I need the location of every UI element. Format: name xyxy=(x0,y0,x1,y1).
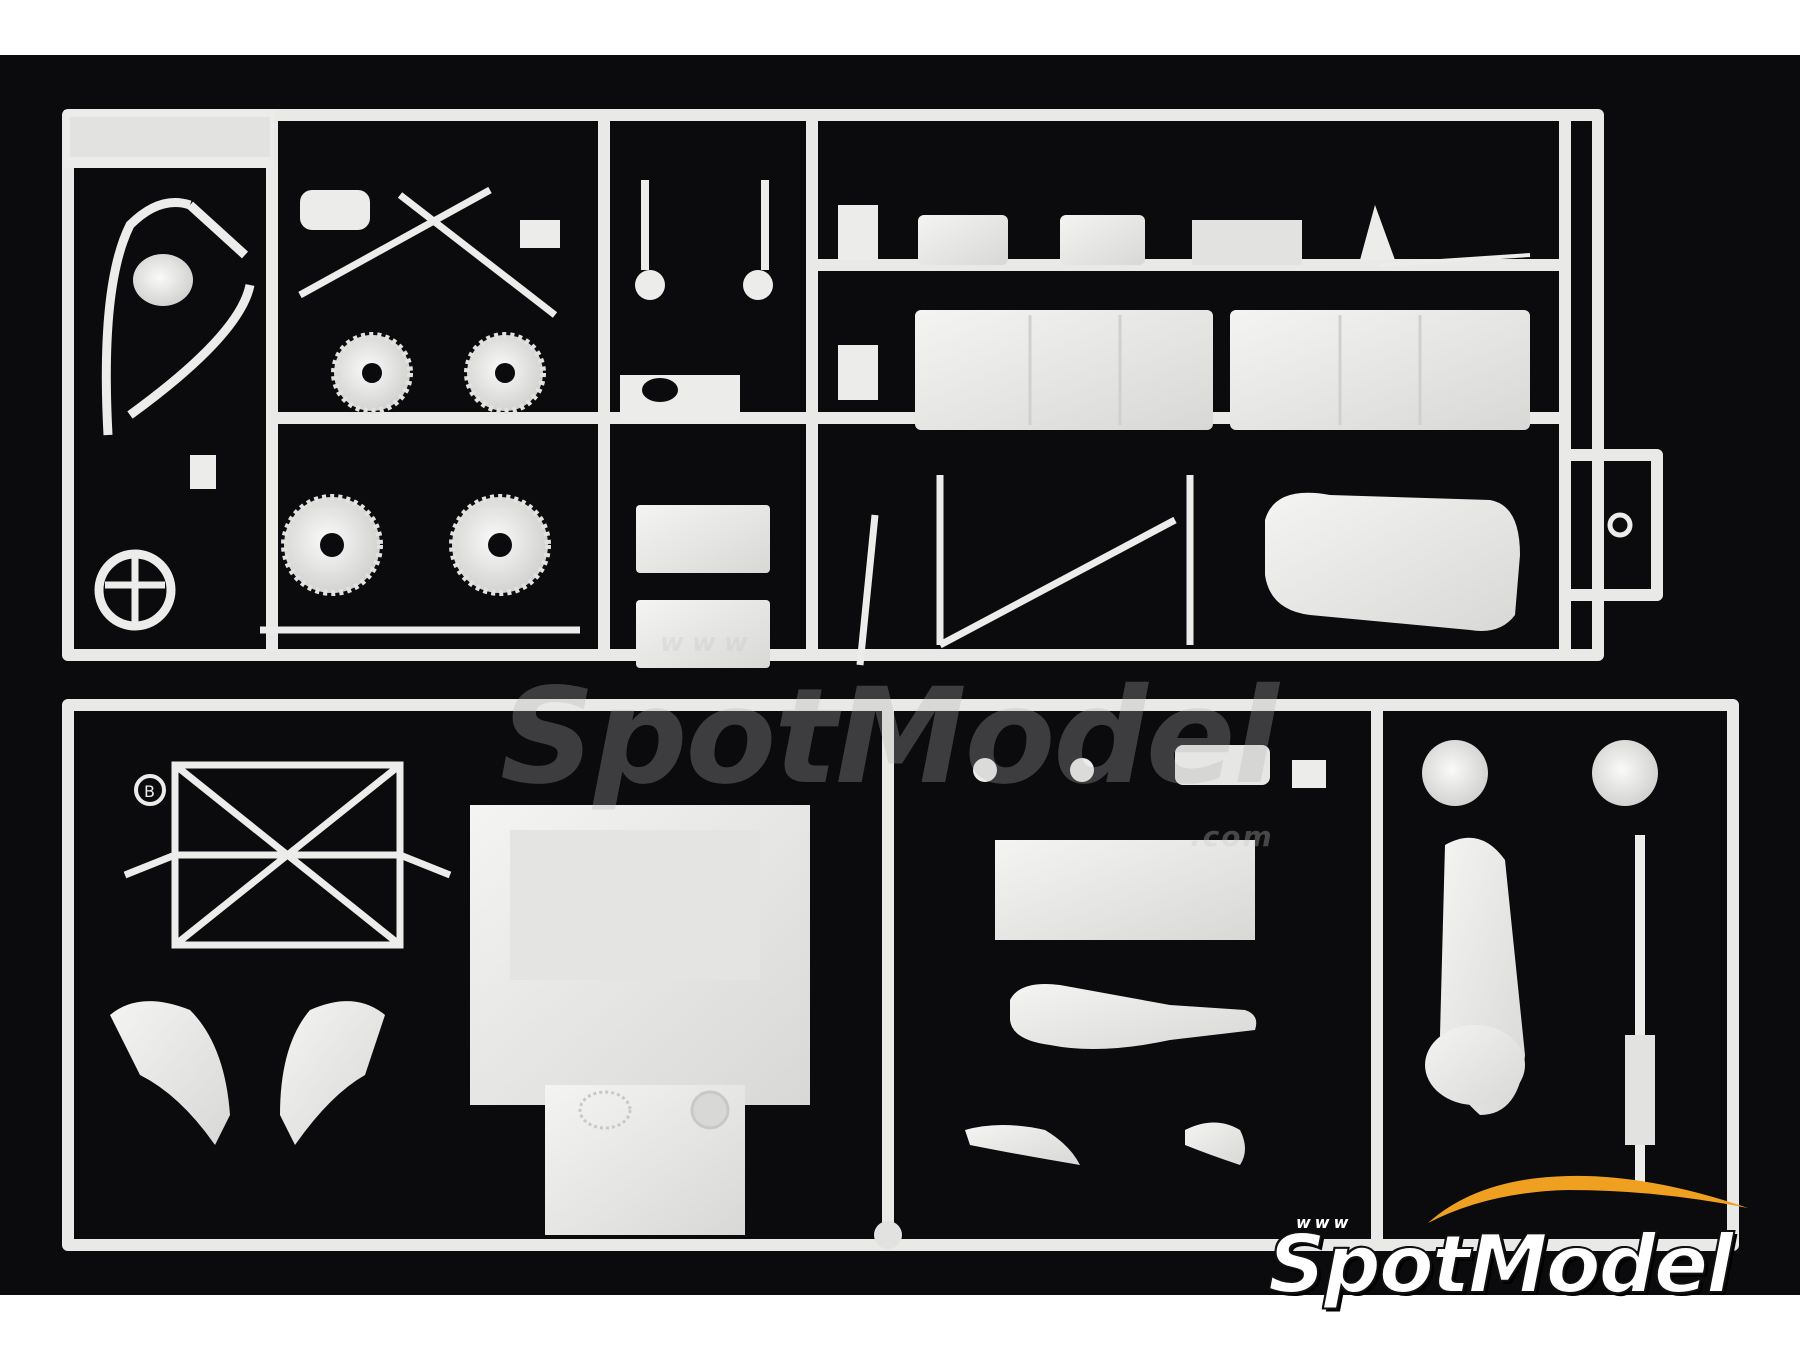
watermark-corner-logo: www SpotModel .com xyxy=(1267,1168,1788,1348)
driver-arm xyxy=(1185,1122,1245,1165)
roll-hoop-part xyxy=(101,198,255,436)
watermark-www: www xyxy=(660,628,757,658)
roll-cage-part xyxy=(123,761,452,949)
side-pod-part xyxy=(280,1001,385,1145)
driver-arm xyxy=(965,1125,1080,1165)
floor-panel xyxy=(995,840,1255,940)
side-pod-part xyxy=(110,1001,230,1145)
driver-figure xyxy=(1010,984,1257,1049)
logo-swoosh-icon xyxy=(1428,1175,1748,1223)
watermark-com: .com xyxy=(1190,820,1274,853)
body-panel xyxy=(1230,310,1530,430)
seat-part xyxy=(1265,492,1520,631)
gear-discs xyxy=(281,332,551,596)
logo-brand: SpotModel xyxy=(1267,1217,1735,1312)
logo-www: www xyxy=(1296,1213,1353,1232)
helmet-part xyxy=(133,254,193,306)
watermark-brand: SpotModel xyxy=(500,660,1279,814)
logo-com: .com xyxy=(1678,1308,1731,1329)
sprue-illustration: B xyxy=(0,55,1800,1295)
sprue-badge: B xyxy=(144,782,155,801)
watermark-center: www SpotModel .com xyxy=(500,620,1320,880)
sprue-photo: B www SpotModel .com xyxy=(0,55,1800,1295)
bottom-sprue-frame xyxy=(62,699,1739,1251)
body-panel xyxy=(915,310,1213,430)
